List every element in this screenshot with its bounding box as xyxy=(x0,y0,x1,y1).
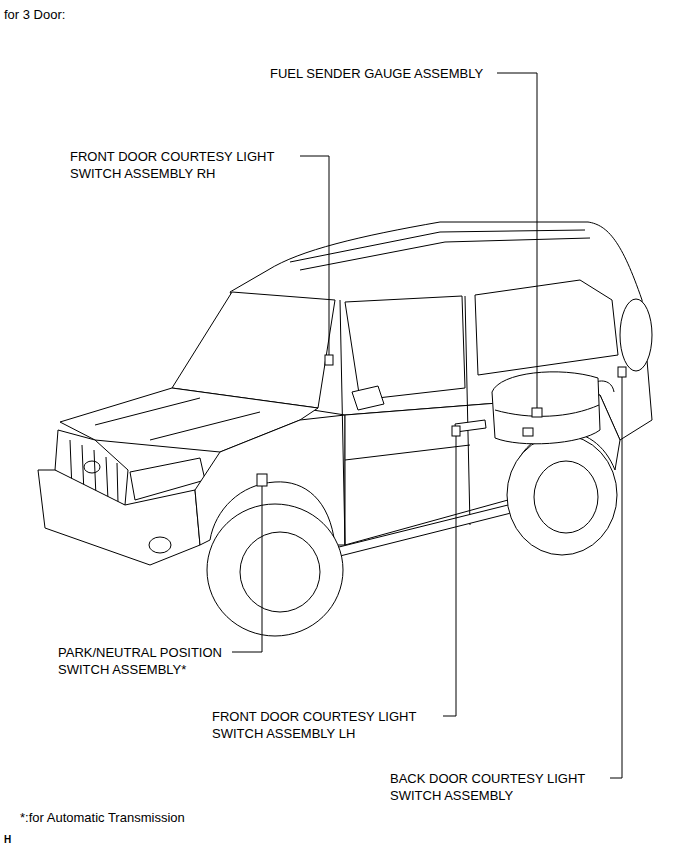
front-tire xyxy=(207,504,343,636)
part-name: BACK DOOR COURTESY LIGHT SWITCH ASSEMBLY xyxy=(390,770,605,804)
vehicle-body xyxy=(38,222,652,565)
hood-crease xyxy=(95,398,260,440)
leader-line xyxy=(232,486,262,652)
park-neutral-switch xyxy=(257,474,267,486)
front-rim xyxy=(240,532,320,612)
courtesy-switch-rh xyxy=(325,355,333,365)
wheels xyxy=(207,435,617,636)
fuel-tank-seam xyxy=(495,405,599,416)
courtesy-switch-lh xyxy=(452,426,460,436)
leader-line xyxy=(610,377,622,778)
roof-rail xyxy=(290,230,590,270)
spare-tire xyxy=(620,299,652,371)
rear-side-window xyxy=(475,280,618,375)
door-mirror xyxy=(352,386,384,410)
page-heading: for 3 Door: xyxy=(4,6,65,23)
figure-code: H xyxy=(4,834,11,846)
fuel-tank xyxy=(492,372,600,444)
front-door-window xyxy=(345,296,465,400)
windshield xyxy=(172,292,335,408)
fog-light xyxy=(149,537,171,553)
grille-emblem xyxy=(84,461,100,473)
part-name: PARK/NEUTRAL POSITION SWITCH ASSEMBLY* xyxy=(58,644,248,678)
door-lines xyxy=(340,296,470,545)
fuel-sender-bracket xyxy=(523,428,533,436)
rear-tire xyxy=(507,435,617,555)
rear-rim xyxy=(534,461,598,533)
footnote: *:for Automatic Transmission xyxy=(20,809,185,826)
leader-line xyxy=(300,156,329,355)
back-door-switch xyxy=(618,367,626,377)
fuel-sender-gauge xyxy=(532,408,542,417)
part-name: FUEL SENDER GAUGE ASSEMBLY xyxy=(270,65,483,82)
front-bumper xyxy=(38,470,200,565)
side-step xyxy=(335,505,515,556)
component-markers xyxy=(257,355,626,486)
part-name: FRONT DOOR COURTESY LIGHT SWITCH ASSEMBL… xyxy=(212,708,437,742)
leader-line xyxy=(497,73,537,408)
leader-lines xyxy=(232,73,622,778)
part-name: FRONT DOOR COURTESY LIGHT SWITCH ASSEMBL… xyxy=(70,148,295,182)
leader-line xyxy=(443,436,456,716)
fuel-tank-outline xyxy=(492,372,600,444)
